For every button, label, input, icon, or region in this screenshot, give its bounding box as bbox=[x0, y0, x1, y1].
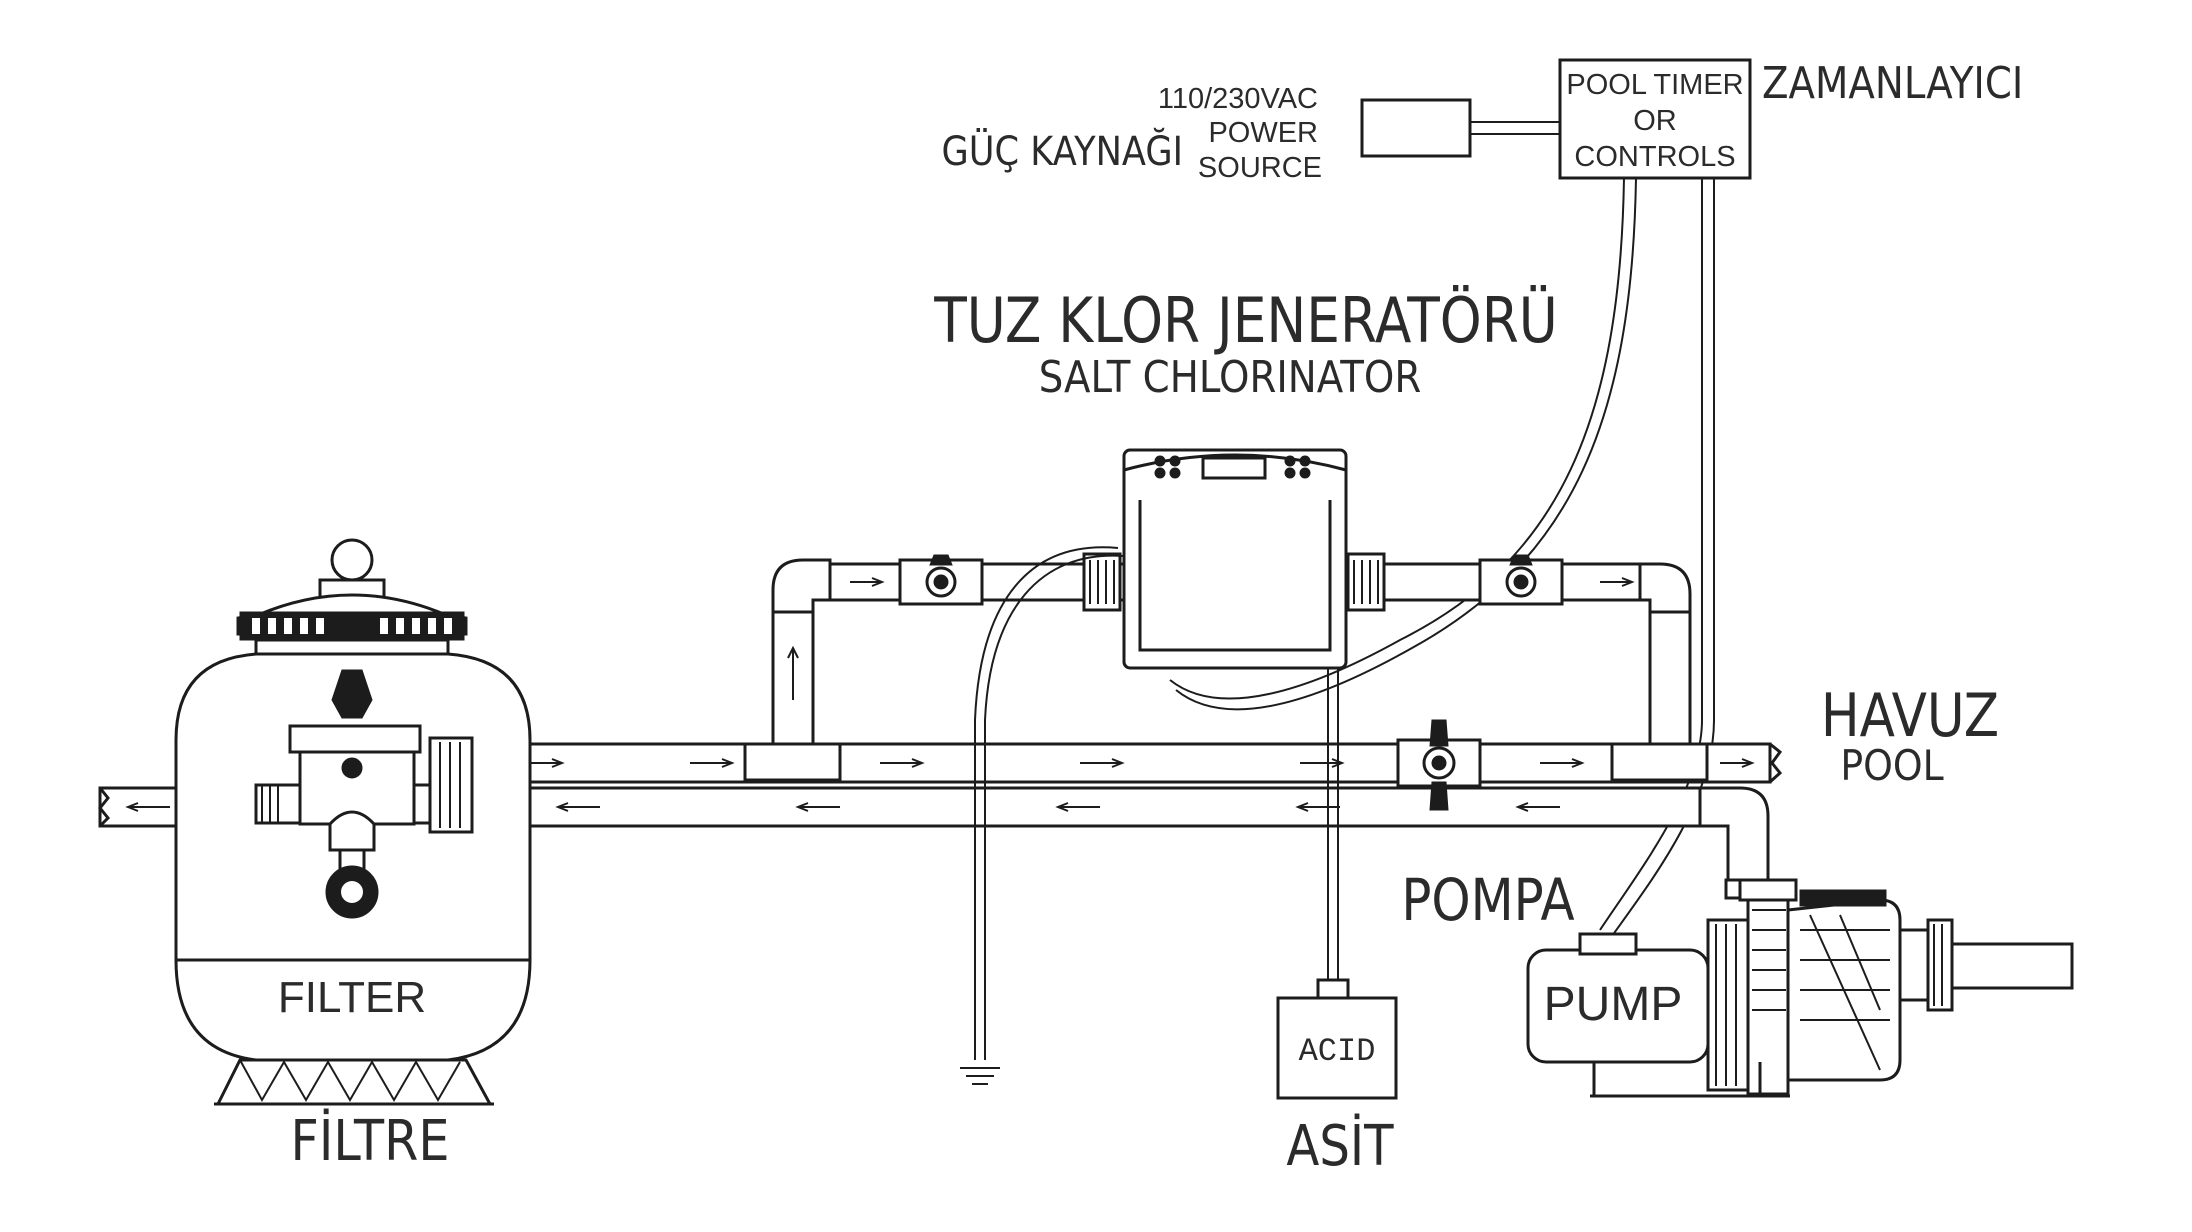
timer-to-chlorinator-cable bbox=[1169, 177, 1637, 711]
filter-label-tr: FİLTRE bbox=[290, 1108, 449, 1174]
sand-filter: FILTER bbox=[174, 538, 532, 1106]
pump-label-en: PUMP bbox=[1544, 978, 1683, 1031]
power-source-box bbox=[1360, 98, 1472, 158]
pump-label-tr: POMPA bbox=[1401, 866, 1574, 934]
ground-wire bbox=[960, 546, 1125, 1085]
title-tr: TUZ KLOR JENERATÖRÜ bbox=[933, 284, 1558, 357]
pool-timer-line3: CONTROLS bbox=[1574, 141, 1735, 173]
bypass-loop bbox=[743, 552, 1709, 782]
pool-timer-box bbox=[1558, 58, 1752, 180]
power-source-label-en-3: SOURCE bbox=[1198, 152, 1322, 184]
acid-tank: ACID bbox=[1276, 668, 1398, 1100]
timer-label-tr: ZAMANLAYICI bbox=[1762, 58, 2023, 109]
power-source-label-en-2: POWER bbox=[1208, 117, 1318, 149]
power-source-label-en-1: 110/230VAC bbox=[1158, 83, 1318, 115]
title-en: SALT CHLORINATOR bbox=[1039, 352, 1422, 403]
pool-label-en: POOL bbox=[1840, 742, 1944, 790]
chlorinator-display bbox=[1201, 456, 1267, 480]
chlorinator-unit bbox=[1122, 448, 1348, 670]
acid-label-en: ACID bbox=[1299, 1033, 1376, 1070]
pool-timer-line1: POOL TIMER bbox=[1566, 69, 1743, 101]
filter-label-en: FILTER bbox=[278, 973, 426, 1022]
pool-label-tr: HAVUZ bbox=[1821, 681, 1999, 751]
main-line-valve bbox=[1396, 719, 1482, 811]
acid-label-tr: ASİT bbox=[1286, 1114, 1394, 1179]
power-source bbox=[1360, 98, 1560, 158]
pump: PUMP bbox=[1526, 878, 2074, 1098]
chlorinator-buttons bbox=[1154, 455, 1311, 479]
power-source-label-tr: GÜÇ KAYNAĞI bbox=[942, 128, 1183, 175]
pool-timer-line2: OR bbox=[1633, 105, 1677, 137]
